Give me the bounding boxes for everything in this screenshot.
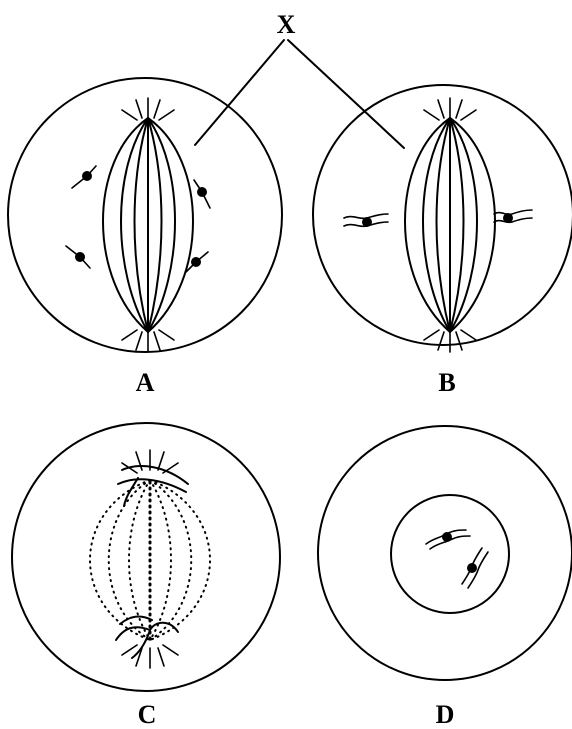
cell-d [318, 426, 572, 680]
label-x: X [277, 10, 296, 39]
cell-d-nucleus [391, 495, 509, 613]
label-d: D [436, 700, 455, 729]
cell-d-membrane [318, 426, 572, 680]
cell-c-aster-bottom [122, 645, 178, 668]
cell-b-chromosomes [344, 210, 532, 227]
cell-a-aster-bottom [122, 330, 174, 352]
cell-d-chromosomes [426, 530, 488, 588]
label-a: A [136, 368, 155, 397]
cell-c-dotted-spindle [90, 480, 210, 640]
cell-c-aster-top [122, 450, 178, 473]
label-b: B [438, 368, 455, 397]
cell-b-aster-bottom [424, 330, 476, 352]
cell-c-membrane [12, 423, 280, 691]
cell-a-spindle [103, 118, 193, 332]
cell-a [8, 78, 282, 352]
cell-b [313, 85, 572, 352]
label-c: C [138, 700, 157, 729]
pointer-line-to-b [288, 40, 404, 148]
cell-c [12, 423, 280, 691]
cell-b-aster-top [424, 98, 476, 120]
label-x-group: X [195, 10, 404, 148]
cell-a-aster-top [122, 98, 174, 120]
cell-b-spindle [405, 118, 495, 332]
